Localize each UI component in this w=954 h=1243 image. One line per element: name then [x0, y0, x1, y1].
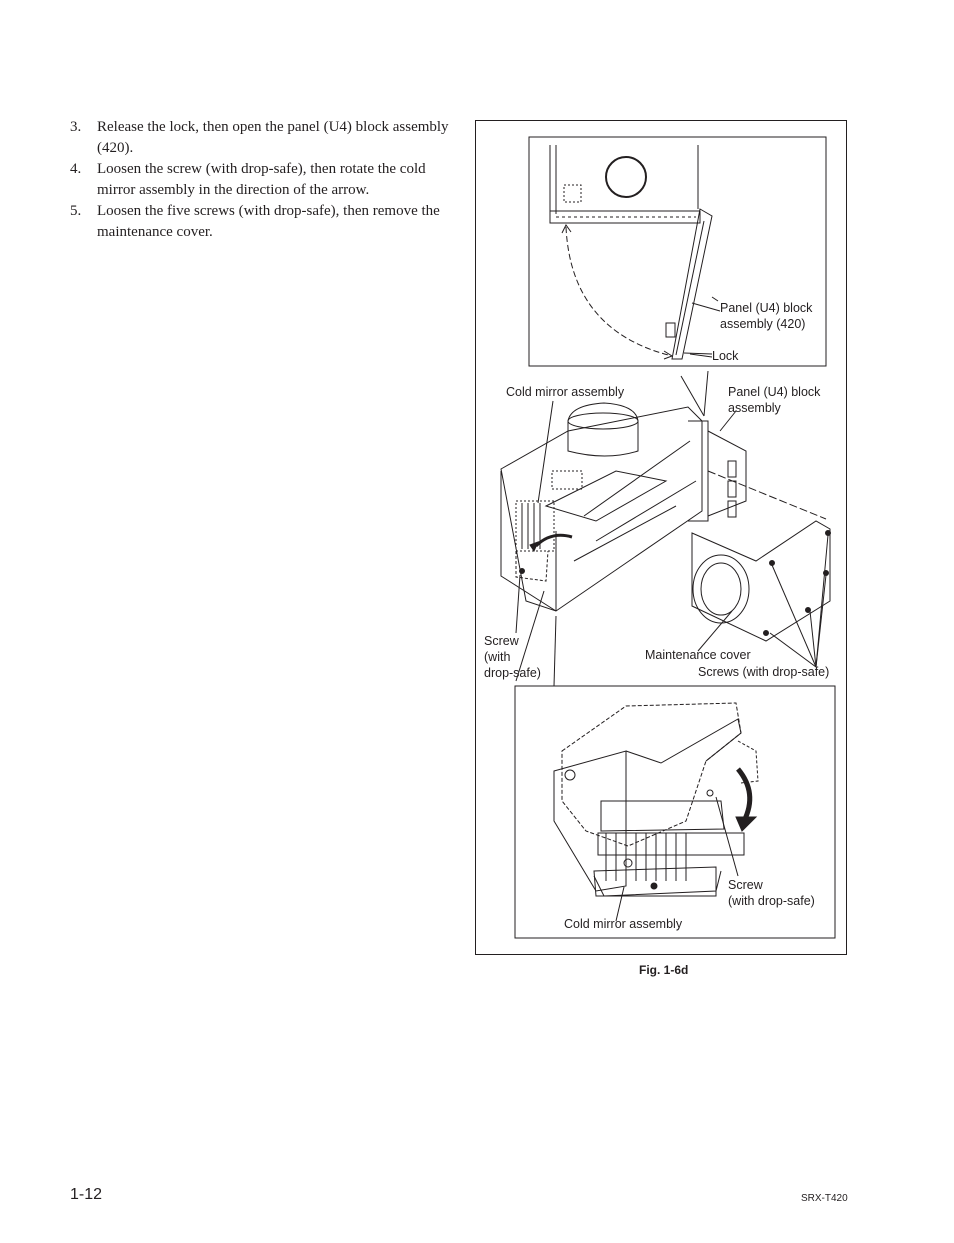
cold-mirror-detail-drawing [553, 702, 759, 922]
label-panel-u4-block-assembly: Panel (U4) block assembly [728, 385, 821, 415]
label-maintenance-cover: Maintenance cover [645, 648, 751, 662]
step-5: 5. Loosen the five screws (with drop-saf… [70, 201, 450, 243]
main-unit-drawing [500, 402, 831, 642]
step-4: 4. Loosen the screw (with drop-safe), th… [70, 159, 450, 201]
leader-lines [515, 302, 829, 687]
label-cold-mirror-assembly-top: Cold mirror assembly [506, 385, 625, 399]
label-cold-mirror-assembly-bottom: Cold mirror assembly [564, 917, 683, 931]
label-screws-with-drop-safe: Screws (with drop-safe) [698, 665, 830, 679]
step-text: Loosen the five screws (with drop-safe),… [97, 203, 440, 240]
label-lock: Lock [712, 349, 739, 363]
label-screw-with-drop-safe-detail: Screw (with drop-safe) [728, 878, 815, 908]
top-detail-inset [528, 136, 827, 367]
figure-caption: Fig. 1-6d [639, 963, 689, 977]
bottom-detail-inset [514, 685, 836, 939]
step-number: 4. [70, 161, 82, 177]
step-number: 5. [70, 203, 82, 219]
label-screw-with-drop-safe-left: Screw (with drop-safe) [484, 634, 541, 680]
figure-frame: Panel (U4) block assembly (420) Lock Col… [475, 120, 847, 955]
step-text: Release the lock, then open the panel (U… [97, 119, 449, 156]
label-panel-u4-block-assembly-420: Panel (U4) block assembly (420) [720, 301, 813, 331]
instruction-steps: 3. Release the lock, then open the panel… [70, 117, 450, 243]
page-number: 1-12 [70, 1186, 103, 1203]
step-text: Loosen the screw (with drop-safe), then … [97, 161, 426, 198]
step-number: 3. [70, 119, 82, 135]
step-3: 3. Release the lock, then open the panel… [70, 117, 450, 159]
disassembly-illustration [500, 136, 836, 939]
model-number: SRX-T420 [801, 1193, 848, 1204]
panel-open-drawing [549, 145, 719, 360]
